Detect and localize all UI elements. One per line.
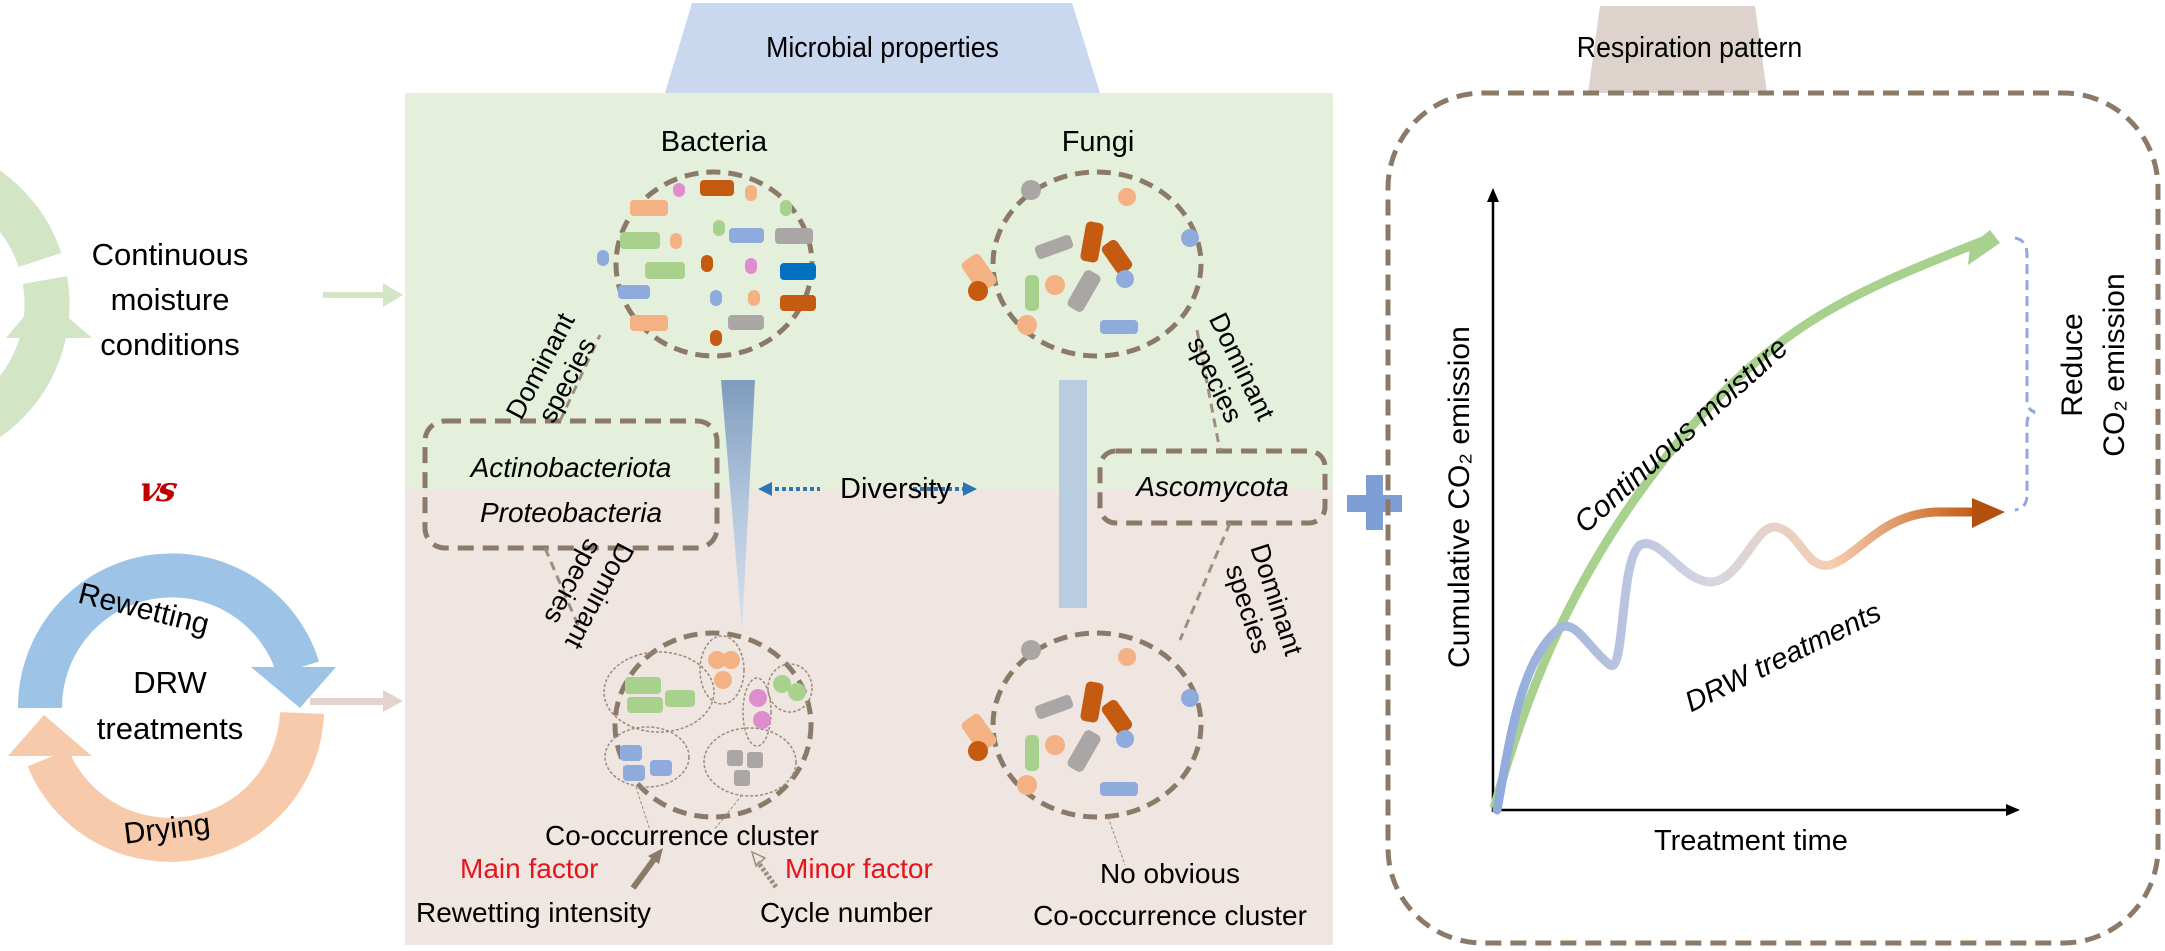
fungi-taxa-box (1097, 448, 1328, 526)
minor-factor-arrow (750, 850, 779, 889)
fungi-diversity-bar (1059, 380, 1087, 608)
fungi-label: Fungi (1061, 126, 1135, 158)
continuous-line-1: Continuous (91, 237, 249, 272)
bacteria-cluster-microbe-icons (620, 651, 806, 786)
diversity-label: Diversity (840, 473, 952, 505)
continuous-moisture-label: Continuous moisture conditions (70, 232, 270, 367)
cluster-pointer-lines (635, 786, 1126, 866)
bacteria-diversity-wedge (721, 380, 755, 630)
bacteria-taxa-box (422, 418, 720, 551)
cooccurrence-clusters (603, 635, 813, 797)
continuous-moisture-arrowhead (1968, 230, 2000, 265)
main-factor-arrow (630, 848, 663, 890)
reduce-co2-label: Reduce CO₂ emission (2052, 250, 2136, 480)
fungi-bottom-microbe-icons (961, 640, 1199, 796)
cycle-number-label: Cycle number (760, 897, 933, 928)
minor-factor-label: Minor factor (785, 853, 933, 884)
y-axis-label: Cumulative CO₂ emission (1443, 326, 1476, 668)
bacteria-taxa-list: Actinobacteriota Proteobacteria (425, 445, 717, 535)
drw-line-2: treatments (96, 711, 244, 746)
continuous-line-2: moisture (110, 282, 230, 317)
taxon-actinobacteriota: Actinobacteriota (470, 452, 672, 483)
drw-cycle-icon (8, 553, 336, 862)
no-obvious-line: No obvious (1099, 858, 1241, 889)
fungi-taxon-ascomycota: Ascomycota (1136, 471, 1289, 502)
reduce-bracket (2014, 236, 2036, 512)
main-factor-label: Main factor (460, 853, 599, 884)
cooccurrence-cluster-label: Co-occurrence cluster (545, 820, 819, 851)
continuous-moisture-cycle-icon (0, 170, 92, 438)
continuous-to-panel-arrow (323, 283, 403, 307)
fungi-microbe-icons (961, 180, 1199, 335)
no-obvious-cluster-label: No obvious Co-occurrence cluster (1000, 853, 1340, 937)
rewetting-intensity-label: Rewetting intensity (416, 897, 652, 928)
drw-arrowhead (1972, 498, 2005, 528)
drw-treatments-label: DRW treatments (70, 660, 270, 752)
microbial-panel-bottom-bg (405, 490, 1333, 945)
taxon-proteobacteria: Proteobacteria (479, 497, 663, 528)
respiration-panel-border (1385, 90, 2161, 946)
plot-axes (1487, 188, 2020, 816)
respiration-pattern-header: Respiration pattern (1576, 32, 1803, 64)
continuous-line-3: conditions (100, 327, 240, 362)
bacteria-microbe-icons (597, 180, 816, 346)
respiration-header-tab (1588, 6, 1767, 93)
drw-line-1: DRW (133, 665, 207, 700)
microbial-properties-header: Microbial properties (766, 32, 999, 64)
microbial-panel-top-bg (405, 93, 1333, 490)
co2-emission-word: CO₂ emission (2098, 273, 2131, 457)
drw-treatment-curve (1492, 507, 1980, 815)
bacteria-label: Bacteria (660, 126, 768, 158)
drw-to-panel-arrow (310, 690, 403, 712)
microbial-header-tab (665, 3, 1100, 93)
continuous-moisture-curve (1489, 235, 1987, 810)
plus-icon (1347, 475, 1402, 530)
y-axis-arrowhead (1487, 188, 1499, 202)
x-axis-label: Treatment time (1654, 825, 1848, 857)
fungi-community-ellipse (990, 169, 1204, 359)
dominant-species-connectors (543, 329, 1232, 641)
bacteria-cluster-ellipse (612, 630, 814, 820)
diversity-arrows (758, 482, 977, 496)
cooccurrence-line: Co-occurrence cluster (1033, 900, 1307, 931)
fungi-no-cluster-ellipse (990, 630, 1204, 820)
reduce-word: Reduce (2056, 313, 2089, 417)
x-axis-arrowhead (2006, 804, 2020, 816)
